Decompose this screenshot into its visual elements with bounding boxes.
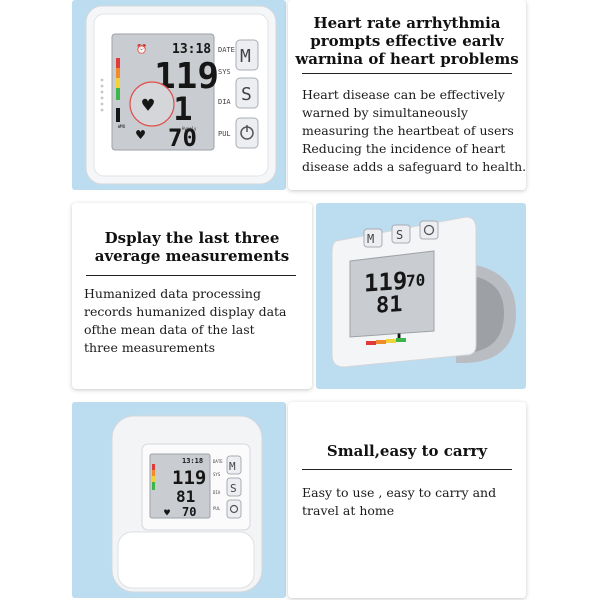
lcd-time: 13:18 (172, 42, 211, 57)
lcd-pul-value: 70 (406, 270, 425, 290)
s-button[interactable]: S (396, 228, 403, 242)
feature-heading-arrhythmia: Heart rate arrhythmia prompts effective … (295, 14, 519, 68)
device-case-illustration: 13:18 119 81 70 ♥ DATE SYS DIA PUL M S (111, 415, 263, 593)
device-photo-3: 13:18 119 81 70 ♥ DATE SYS DIA PUL M S (72, 402, 286, 598)
s-button[interactable]: S (230, 482, 237, 495)
svg-text:SYS: SYS (213, 472, 221, 477)
feature-description-portable: Easy to use , easy to carry and travel a… (302, 485, 497, 518)
lcd-time: 13:18 (182, 457, 203, 465)
lcd-sys-value: 119 (364, 267, 407, 298)
lcd-sys-value: 119 (172, 467, 206, 489)
lcd-dia-value: 81 (376, 292, 402, 319)
svg-text:DIA: DIA (213, 490, 221, 495)
svg-text:PUL: PUL (213, 506, 221, 511)
heart-icon: ♥ (142, 93, 154, 117)
hypo-label: Hypoly (182, 126, 197, 131)
s-button[interactable]: S (241, 84, 252, 105)
date-label: DATE (218, 46, 235, 54)
device-photo-2: 119 81 70 ▮ M S (316, 203, 526, 389)
lcd-pul-value: 70 (182, 505, 196, 519)
feature-description-arrhythmia: Heart disease can be effectively warned … (302, 87, 527, 174)
heading-divider (86, 275, 296, 276)
feature-card-average: Dsplay the last three average measuremen… (72, 203, 312, 389)
wmo-label: WMO (118, 124, 126, 129)
clock-icon: ⏰ (136, 43, 147, 55)
pul-label: PUL (218, 130, 231, 138)
device-angled-illustration: 119 81 70 ▮ M S (331, 216, 516, 368)
feature-heading-portable: Small,easy to carry (326, 442, 488, 460)
svg-text:DATE: DATE (213, 459, 223, 464)
device-photo-1: WMO 13:18 ⏰ 119 31 70 ♥ ♥ Hypoly DATE SY… (72, 0, 286, 190)
device-front-illustration: WMO 13:18 ⏰ 119 31 70 ♥ ♥ Hypoly DATE SY… (85, 5, 277, 185)
feature-heading-average: Dsplay the last three average measuremen… (94, 229, 290, 265)
heading-divider (302, 73, 512, 74)
sys-label: SYS (218, 68, 231, 76)
m-button[interactable]: M (229, 460, 236, 473)
lcd-pul-value: 70 (168, 124, 197, 152)
heart-icon: ♥ (164, 508, 170, 519)
feature-card-arrhythmia: Heart rate arrhythmia prompts effective … (288, 0, 526, 190)
dia-label: DIA (218, 98, 231, 106)
heart-small-icon: ♥ (136, 126, 145, 144)
heading-divider (302, 469, 512, 470)
power-icon (423, 224, 435, 236)
battery-icon: ▮ (396, 331, 402, 342)
m-button[interactable]: M (240, 46, 251, 67)
feature-description-average: Humanized data processing records humani… (84, 286, 287, 355)
feature-card-portable: Small,easy to carry Easy to use , easy t… (288, 402, 526, 598)
power-icon (229, 504, 239, 514)
lcd-dia-value: 81 (176, 487, 195, 506)
m-button[interactable]: M (367, 232, 374, 246)
